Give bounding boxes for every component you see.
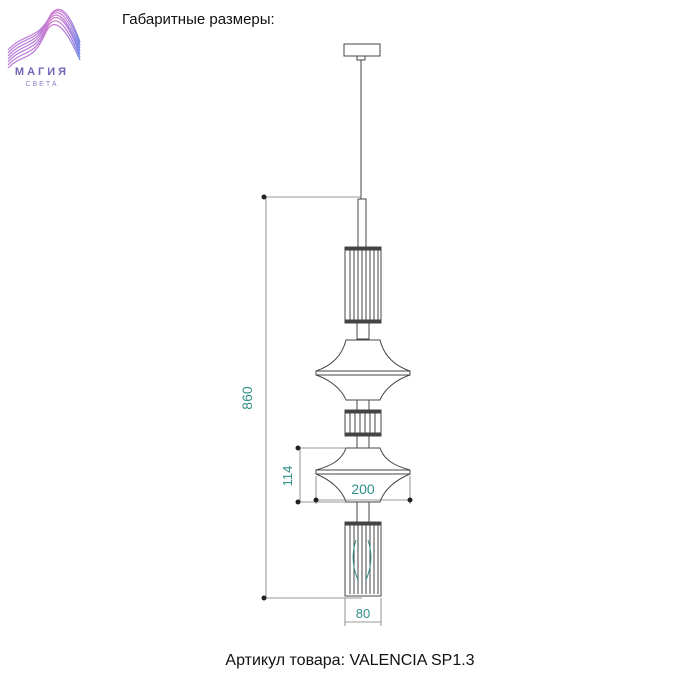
logo-wordmark: МАГИЯ (14, 66, 70, 78)
logo-wave-icon (7, 8, 81, 69)
lower-cylinder (344, 521, 382, 597)
logo-subtitle: СВЕТА (25, 81, 59, 88)
ceiling-canopy (343, 43, 381, 57)
upper-cylinder (344, 246, 382, 324)
bulb-outline (352, 539, 372, 581)
dimension-shade-width-label: 200 (351, 481, 375, 497)
canopy-holder (356, 55, 366, 61)
brand-logo (4, 4, 84, 96)
lower-disc-shade (315, 447, 411, 503)
connector-4 (356, 501, 370, 523)
connector-1 (356, 322, 370, 340)
connector-2 (356, 399, 370, 411)
dimension-height-label: 860 (239, 386, 255, 410)
upper-rod (357, 198, 367, 248)
upper-disc-shade (315, 339, 411, 401)
middle-cylinder (344, 409, 382, 437)
article-number: Артикул товара: VALENCIA SP1.3 (225, 652, 475, 669)
connector-3 (356, 435, 370, 449)
page-title: Габаритные размеры: (122, 11, 275, 28)
dimension-base-width-label: 80 (356, 606, 370, 621)
dimension-shade-height-label: 114 (280, 466, 295, 487)
